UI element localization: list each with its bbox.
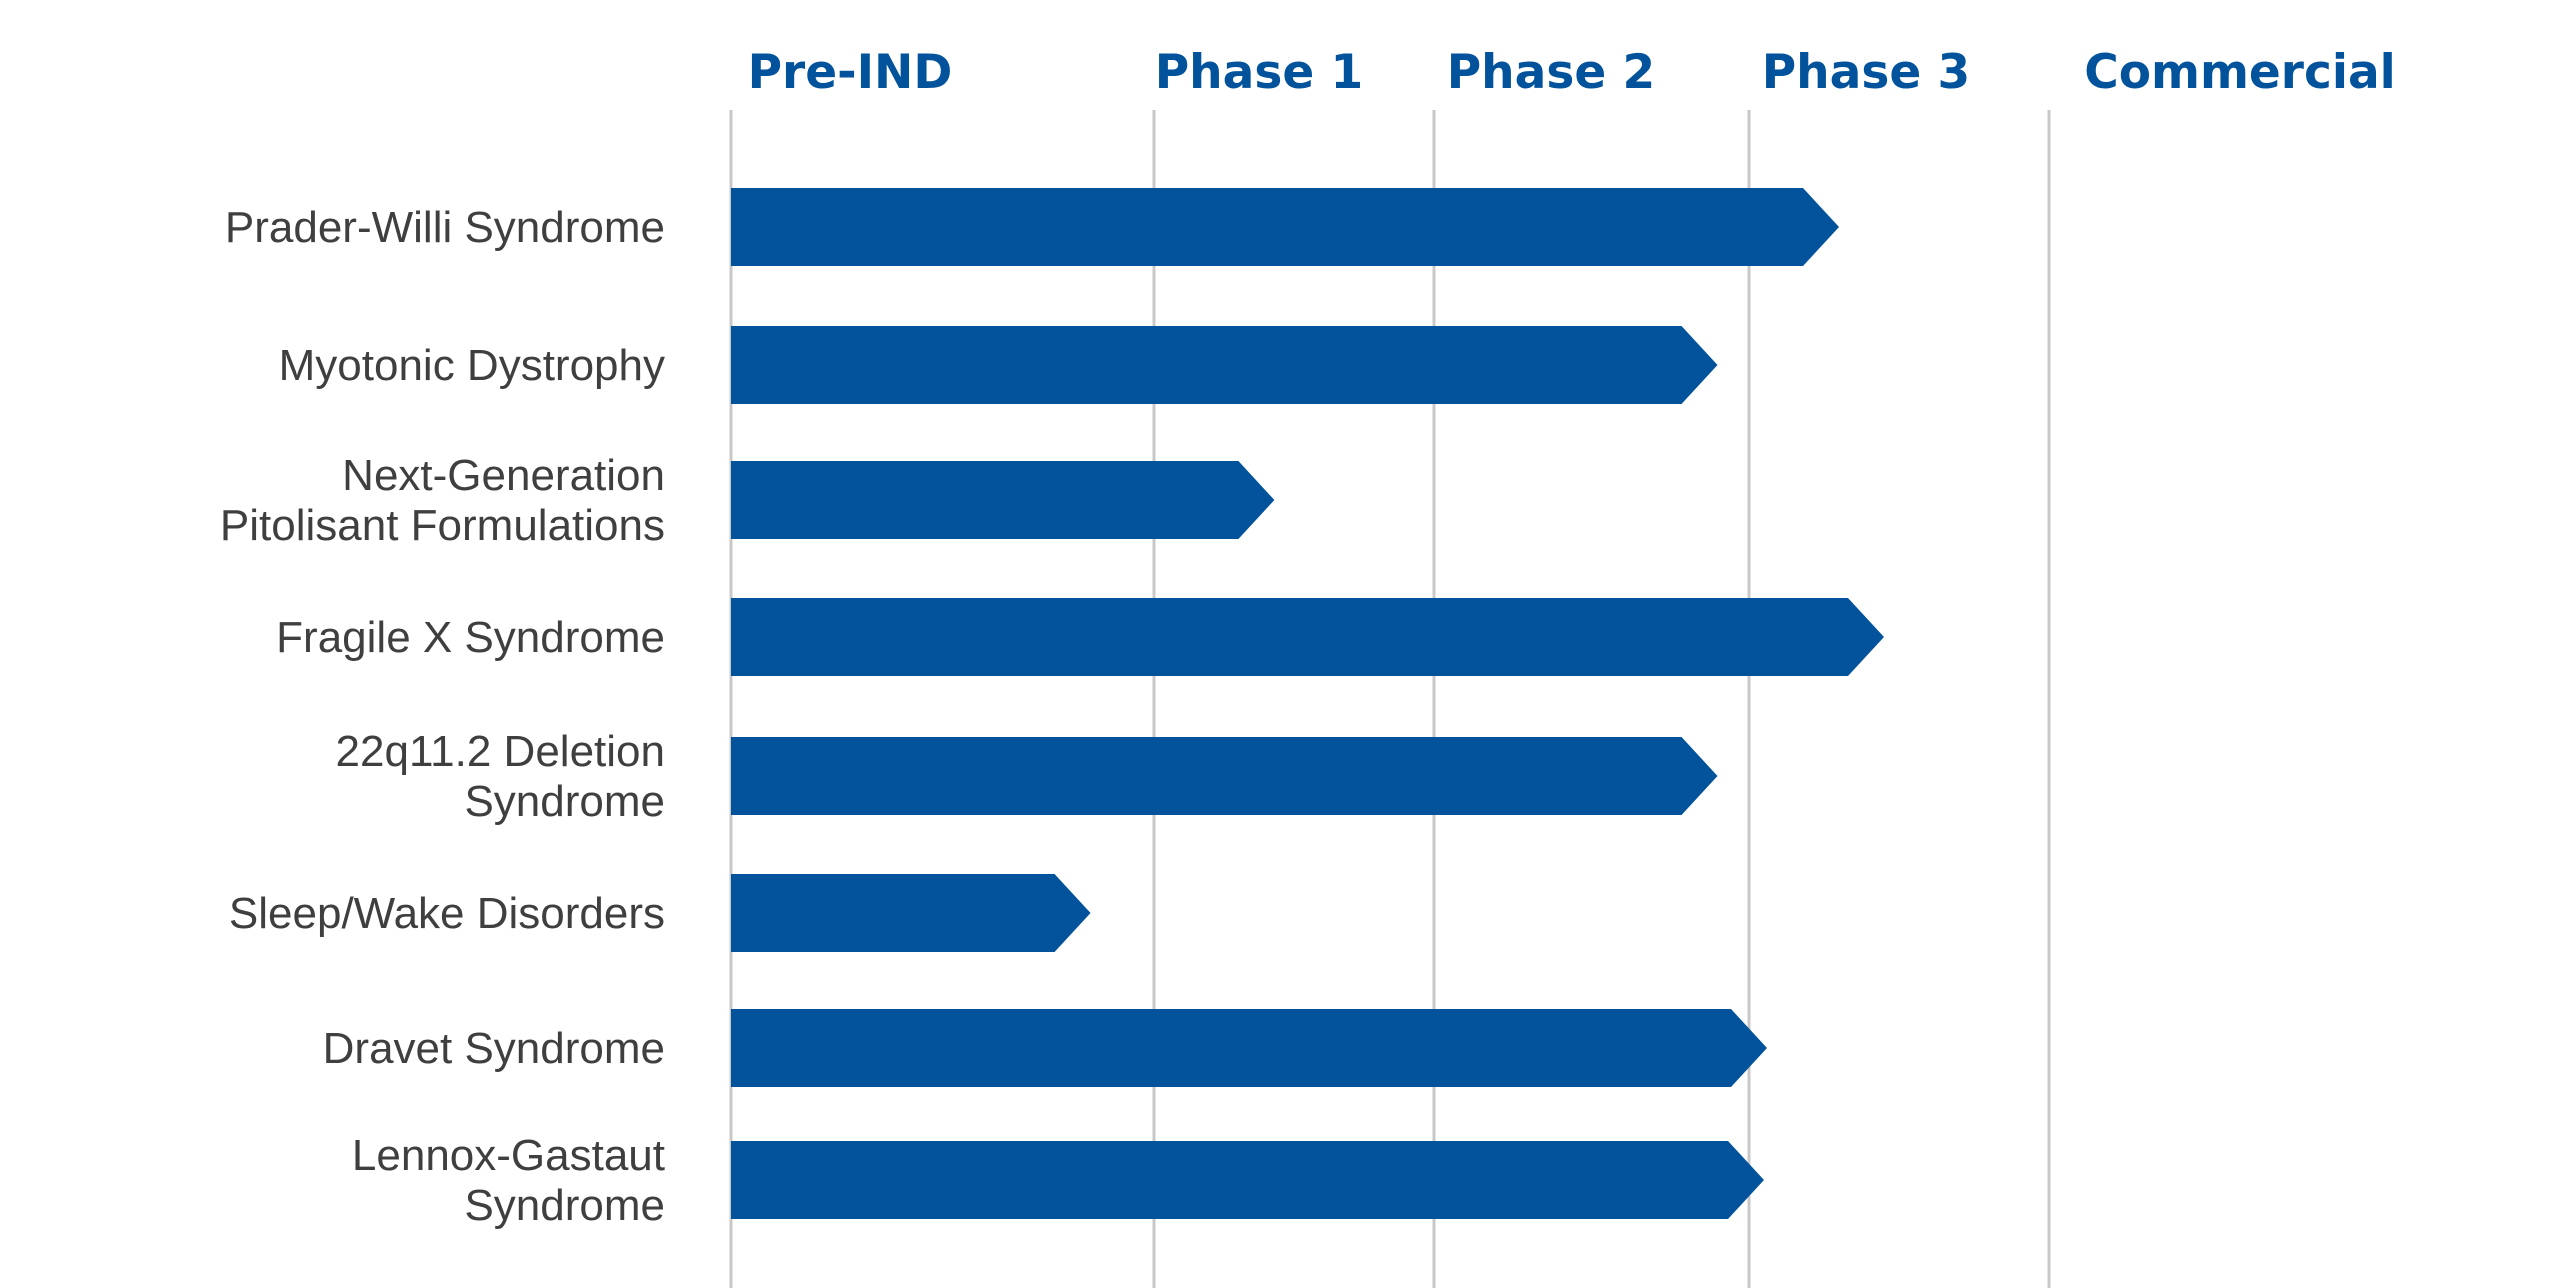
bar-1 — [731, 326, 1718, 404]
row-label-2-1: Pitolisant Formulations — [220, 501, 665, 550]
row-label-4-0: 22q11.2 Deletion — [336, 727, 665, 776]
bar-2 — [731, 461, 1275, 539]
bar-7 — [731, 1141, 1764, 1219]
phase-label-2: Phase 2 — [1447, 45, 1656, 100]
row-label-6-0: Dravet Syndrome — [323, 1024, 665, 1073]
bar-5 — [731, 874, 1091, 952]
phase-gridlines — [729, 110, 2051, 1288]
bar-0 — [731, 188, 1839, 266]
bar-6 — [731, 1009, 1767, 1087]
phase-headers: Pre-IND Phase 1 Phase 2 Phase 3 Commercial — [748, 45, 2396, 100]
row-label-1-0: Myotonic Dystrophy — [279, 341, 665, 390]
row-label-2-0: Next-Generation — [342, 451, 665, 500]
row-label-7-0: Lennox-Gastaut — [352, 1131, 665, 1180]
phase-label-4: Commercial — [2084, 45, 2396, 100]
bar-4 — [731, 737, 1718, 815]
row-label-7-1: Syndrome — [464, 1181, 665, 1230]
row-label-0-0: Prader-Willi Syndrome — [225, 203, 665, 252]
phase-label-1: Phase 1 — [1155, 45, 1364, 100]
row-label-4-1: Syndrome — [464, 777, 665, 826]
phase-label-0: Pre-IND — [748, 45, 953, 100]
bars — [731, 188, 1884, 1219]
phase-label-3: Phase 3 — [1762, 45, 1971, 100]
bar-3 — [731, 598, 1884, 676]
row-label-5-0: Sleep/Wake Disorders — [229, 889, 665, 938]
row-label-3-0: Fragile X Syndrome — [276, 613, 665, 662]
